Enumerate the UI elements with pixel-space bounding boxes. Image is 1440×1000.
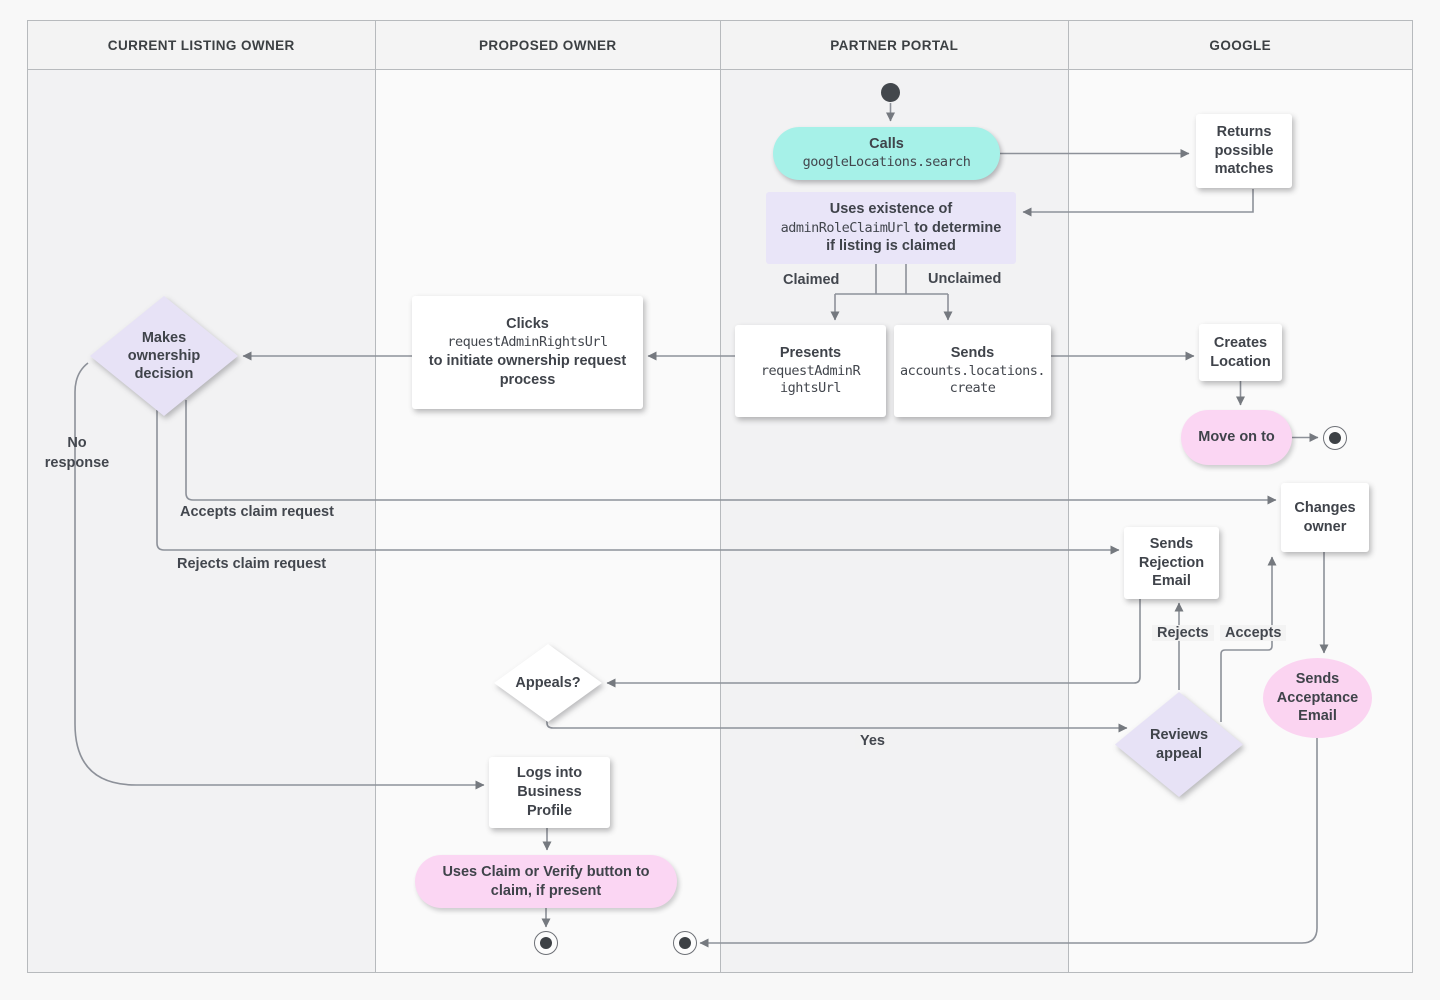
lane-header: CURRENT LISTING OWNER [28,21,375,70]
node-title: Calls [869,136,904,153]
node-creates-location: Creates Location [1199,324,1282,381]
edge-label-no-response: No response [44,435,110,471]
node-code: accounts.locations.create [900,362,1045,397]
node-code: googleLocations.search [802,154,971,171]
node-label: Creates Location [1210,334,1271,370]
lane-body [28,70,375,972]
node-text-post: to initiate ownership request process [428,352,627,388]
node-sends-accounts-locations-create: Sends accounts.locations.create [894,325,1051,417]
node-label: Move on to [1198,429,1275,446]
node-uses-claim-or-verify-button: Uses Claim or Verify button to claim, if… [415,855,677,908]
node-label: Sends Rejection Email [1138,535,1205,590]
edge-label-yes: Yes [855,733,890,749]
node-title: Sends [950,345,995,362]
node-reviews-appeal: Reviews appeal [1115,692,1243,797]
node-label: Returns possible matches [1214,123,1274,178]
end-node-dot [540,937,552,949]
node-code: requestAdminRightsUrl [760,362,861,397]
lane-header: PARTNER PORTAL [721,21,1068,70]
node-sends-rejection-email: Sends Rejection Email [1124,527,1219,599]
node-makes-ownership-decision: Makes ownership decision [90,296,238,416]
node-text-pre: Uses existence of [829,200,953,217]
edge-label-rejects-claim-request: Rejects claim request [177,556,327,572]
node-presents-requestadminrightsurl: Presents requestAdminRightsUrl [735,325,886,417]
node-uses-adminroleclaimurl: Uses existence of adminRoleClaimUrl to d… [766,192,1016,264]
lane-header: GOOGLE [1068,21,1412,70]
node-returns-possible-matches: Returns possible matches [1196,114,1292,188]
node-logs-into-business-profile: Logs into Business Profile [489,757,610,828]
end-node-claim [534,931,558,955]
decision-diamond: Makes ownership decision [90,296,238,416]
edge-label-accepts-claim-request: Accepts claim request [180,504,334,520]
node-clicks-requestadminrightsurl: Clicks requestAdminRightsUrl to initiate… [412,296,643,409]
lane-proposed-owner: PROPOSED OWNER [374,21,720,972]
node-label: Makes ownership decision [127,329,201,383]
node-text: Uses existence of adminRoleClaimUrl to d… [776,200,1006,257]
node-calls-googlelocations-search: Calls googleLocations.search [773,127,1000,180]
lane-body [375,70,720,972]
node-label: Changes owner [1294,499,1356,535]
node-label: Logs into Business Profile [516,765,583,819]
appeals-diamond: Appeals? [494,644,602,722]
node-sends-acceptance-email: Sends Acceptance Email [1263,658,1372,738]
edge-label-claimed: Claimed [783,272,840,288]
node-move-on-to: Move on to [1181,410,1292,465]
reviews-diamond: Reviews appeal [1115,692,1243,797]
node-appeals-decision: Appeals? [494,644,602,722]
node-code: requestAdminRightsUrl [447,334,608,351]
node-text-pre: Clicks [506,316,549,333]
node-code: adminRoleClaimUrl [780,219,911,236]
edge-label-rejects: Rejects [1152,625,1214,641]
node-label: Appeals? [515,674,581,691]
end-node-create [1323,426,1347,450]
node-label: Reviews appeal [1149,727,1209,762]
end-node-transfer [673,931,697,955]
lane-current-listing-owner: CURRENT LISTING OWNER [28,21,375,972]
node-changes-owner: Changes owner [1281,483,1369,552]
node-title: Presents [779,345,842,362]
lane-header: PROPOSED OWNER [375,21,720,70]
end-node-dot [679,937,691,949]
edge-label-accepts: Accepts [1220,625,1287,641]
node-text-post: to determine if listing is claimed [826,219,1002,255]
edge-label-unclaimed: Unclaimed [928,271,1002,287]
node-label: Uses Claim or Verify button to claim, if… [442,863,650,899]
node-label: Sends Acceptance Email [1276,670,1359,725]
end-node-dot [1329,432,1341,444]
start-node [881,83,900,102]
